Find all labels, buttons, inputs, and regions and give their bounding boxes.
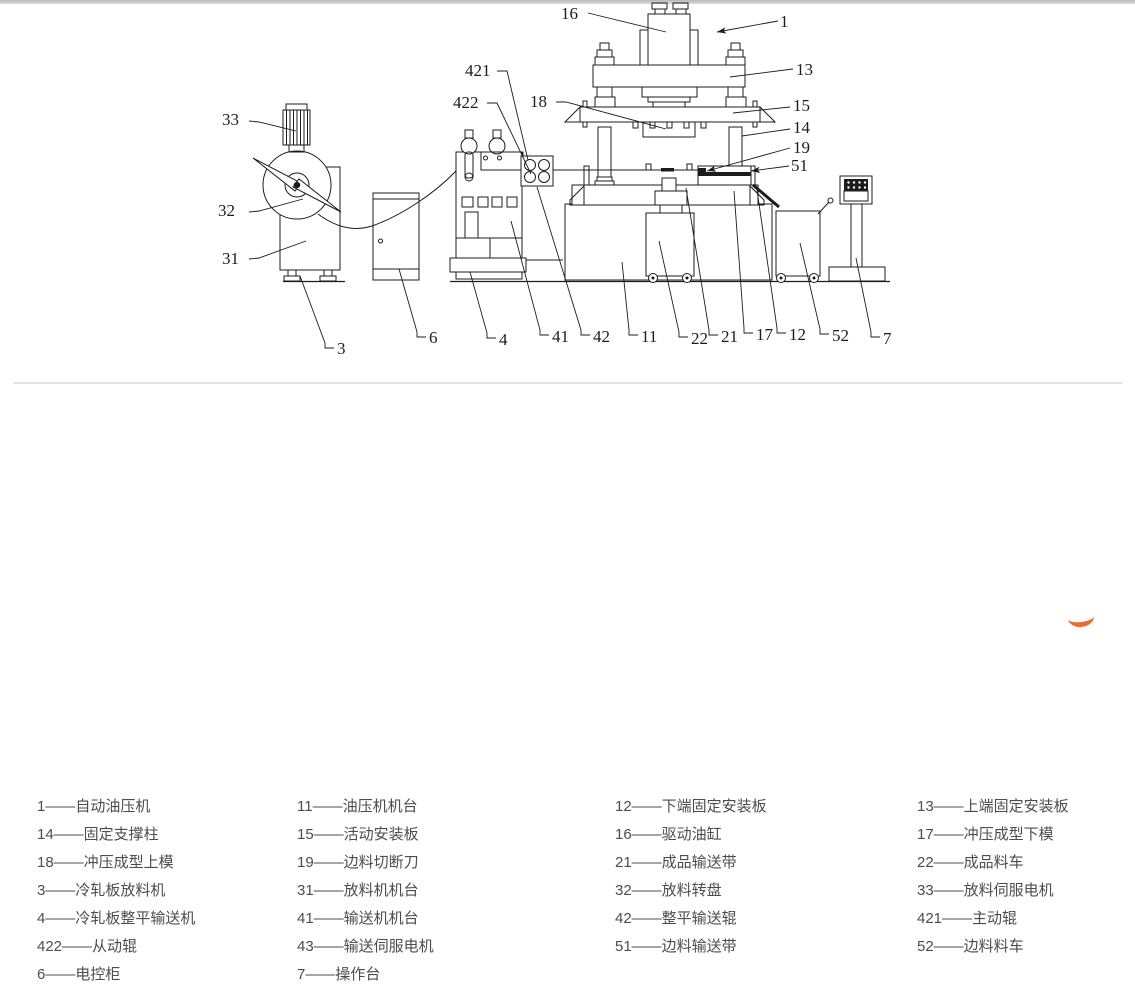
legend-item: 19——边料切断刀 xyxy=(297,854,419,871)
callout-3: 3 xyxy=(337,339,346,358)
legend-item: 7——操作台 xyxy=(297,966,381,983)
upper-die xyxy=(642,121,696,138)
callout-22: 22 xyxy=(691,329,708,348)
legend-item: 4——冷轧板整平输送机 xyxy=(37,910,196,927)
product-cart xyxy=(645,212,695,277)
callout-4: 4 xyxy=(499,330,508,349)
top-border xyxy=(0,0,1135,4)
movable-mounting-plate xyxy=(579,106,761,123)
drive-cylinder xyxy=(647,13,691,66)
legend-item: 52——边料料车 xyxy=(917,938,1024,955)
callout-32: 32 xyxy=(218,201,235,220)
callout-6: 6 xyxy=(429,328,438,347)
patent-line-art xyxy=(248,2,890,349)
lower-die xyxy=(661,177,677,192)
leveling-conveyor-machine xyxy=(449,129,563,280)
edge-cutter-knife xyxy=(698,168,706,176)
callout-21: 21 xyxy=(721,327,738,346)
legend-item: 6——电控柜 xyxy=(37,966,121,983)
callout-18: 18 xyxy=(530,92,547,111)
callout-42: 42 xyxy=(593,327,610,346)
roller-box xyxy=(520,155,554,187)
legend-item: 1——自动油压机 xyxy=(37,798,151,815)
legend-item: 43——输送伺服电机 xyxy=(297,938,434,955)
legend-item: 18——冲压成型上模 xyxy=(37,854,174,871)
callout-33: 33 xyxy=(222,110,239,129)
callout-19: 19 xyxy=(793,138,810,157)
legend-item: 13——上端固定安装板 xyxy=(917,798,1069,815)
machine-line-diagram: 16 1 13 15 14 19 51 421 422 18 33 32 31 … xyxy=(0,0,1135,382)
legend-column-4: 13——上端固定安装板 17——冲压成型下模 22——成品料车 33——放料伺服电机 4… xyxy=(917,793,1069,961)
callout-422: 422 xyxy=(453,93,479,112)
legend-item: 421——主动辊 xyxy=(917,910,1018,927)
upper-mounting-plate xyxy=(592,64,746,88)
legend-item: 22——成品料车 xyxy=(917,854,1024,871)
legend-item: 17——冲压成型下模 xyxy=(917,826,1054,843)
callout-31: 31 xyxy=(222,249,239,268)
legend-item: 16——驱动油缸 xyxy=(615,826,722,843)
scrap-cart xyxy=(775,197,834,283)
callout-11: 11 xyxy=(641,327,658,346)
callout-14: 14 xyxy=(793,118,810,137)
legend-item: 15——活动安装板 xyxy=(297,826,419,843)
callout-51: 51 xyxy=(791,156,808,175)
callout-421: 421 xyxy=(465,61,491,80)
legend-item: 21——成品输送带 xyxy=(615,854,737,871)
hydraulic-press xyxy=(553,2,780,283)
callout-17: 17 xyxy=(756,325,773,344)
callout-1: 1 xyxy=(780,12,789,31)
product-conveyor xyxy=(654,190,688,206)
scrap-chute xyxy=(752,183,780,209)
legend-column-1: 1——自动油压机 14——固定支撑柱 18——冲压成型上模 3——冷轧板放料机 4——冷… xyxy=(37,793,195,989)
decoiler-machine xyxy=(252,103,457,282)
legend-item: 41——输送机机台 xyxy=(297,910,419,927)
legend-column-2: 11——油压机机台 15——活动安装板 19——边料切断刀 31——放料机机台 41——… xyxy=(297,793,434,989)
legend-item: 33——放料伺服电机 xyxy=(917,882,1054,899)
callout-7: 7 xyxy=(883,329,892,348)
legend-item: 12——下端固定安装板 xyxy=(615,798,767,815)
legend-item: 14——固定支撑柱 xyxy=(37,826,159,843)
callout-13: 13 xyxy=(796,60,813,79)
leader-lines xyxy=(248,12,880,349)
electric-control-cabinet xyxy=(372,192,420,281)
legend-item: 42——整平输送辊 xyxy=(615,910,737,927)
callout-52: 52 xyxy=(832,326,849,345)
callout-16: 16 xyxy=(561,4,578,23)
legend-item: 11——油压机机台 xyxy=(297,798,418,815)
legend-item: 31——放料机机台 xyxy=(297,882,419,899)
legend-item: 422——从动辊 xyxy=(37,938,138,955)
figure-divider xyxy=(13,382,1122,384)
operator-console xyxy=(828,175,886,282)
callout-41: 41 xyxy=(552,327,569,346)
legend-item: 32——放料转盘 xyxy=(615,882,722,899)
callout-12: 12 xyxy=(789,325,806,344)
steel-strip-path xyxy=(317,170,457,229)
legend-column-3: 12——下端固定安装板 16——驱动油缸 21——成品输送带 32——放料转盘 42——… xyxy=(615,793,767,961)
callout-15: 15 xyxy=(793,96,810,115)
legend-item: 51——边料输送带 xyxy=(615,938,737,955)
legend-item: 3——冷轧板放料机 xyxy=(37,882,166,899)
parts-legend: 1——自动油压机 14——固定支撑柱 18——冲压成型上模 3——冷轧板放料机 4——冷… xyxy=(0,382,1135,983)
